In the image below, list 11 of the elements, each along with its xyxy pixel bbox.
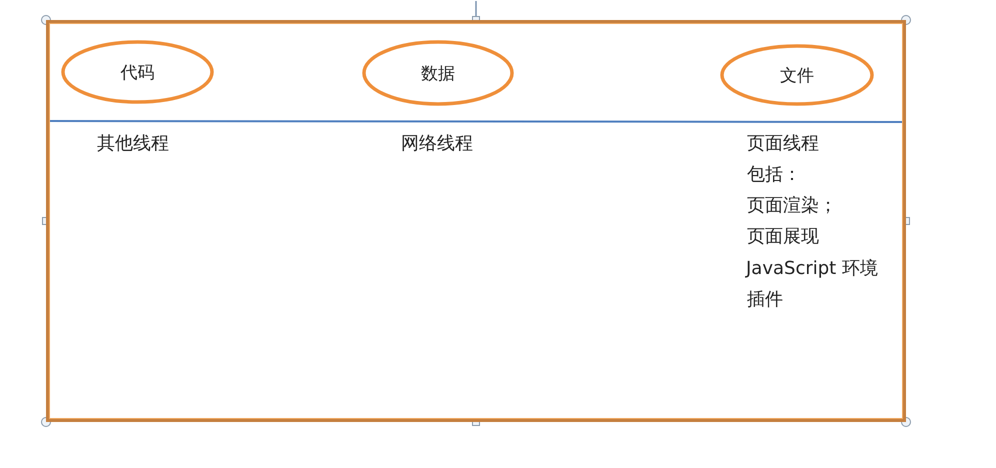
column-text: 页面渲染； — [747, 195, 837, 217]
column-text: 其他线程 — [97, 133, 169, 155]
column-text: 插件 — [747, 289, 783, 311]
column-text: 包括： — [747, 164, 801, 186]
column-text: 页面线程 — [747, 133, 819, 155]
ellipse-label: 文件 — [780, 64, 814, 86]
column-text: 网络线程 — [401, 133, 473, 155]
column-text: 页面展现 — [747, 226, 819, 248]
ellipse-label: 代码 — [120, 62, 154, 84]
ellipse-label: 数据 — [421, 62, 455, 84]
column-text: JavaScript 环境 — [746, 258, 878, 280]
